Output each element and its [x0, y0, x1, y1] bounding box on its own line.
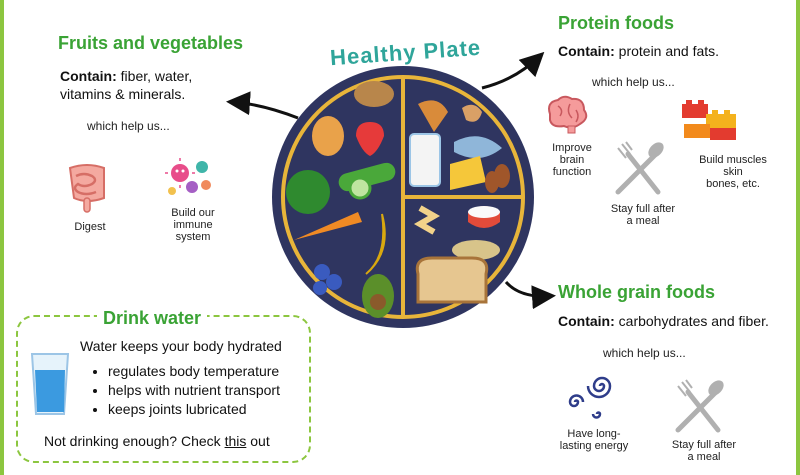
- healthy-plate: [272, 66, 534, 328]
- fruits-veg-help: which help us...: [87, 119, 170, 133]
- onion-icon: [312, 116, 344, 156]
- intestine-icon: [68, 164, 105, 213]
- water-footer: Not drinking enough? Check this out: [44, 433, 270, 449]
- brain-icon: [548, 95, 588, 134]
- protein-contain-text: protein and fats.: [614, 43, 720, 59]
- strawberry-icon: [356, 122, 384, 156]
- energy-spiral-icon: [568, 376, 612, 419]
- fish-icon: [454, 136, 502, 159]
- arrow-to-grains: [504, 280, 556, 310]
- water-intro: Water keeps your body hydrated: [80, 338, 282, 354]
- germs-icon: [165, 158, 211, 195]
- milk-glass-icon: [409, 133, 441, 187]
- protein-help: which help us...: [592, 75, 675, 89]
- chicken-leg-icon: [418, 100, 448, 132]
- pasta-icon: [413, 205, 441, 235]
- fruits-veg-contain-line1: fiber, water,: [116, 68, 193, 84]
- water-bullet: regulates body temperature: [108, 362, 280, 381]
- protein-title: Protein foods: [558, 13, 674, 33]
- fruits-veg-contain: Contain: fiber, water, vitamins & minera…: [60, 67, 192, 103]
- fork-spoon-icon: [615, 141, 664, 195]
- bread-icon: [415, 256, 489, 304]
- bricks-icon: [682, 100, 736, 140]
- arrow-to-protein: [481, 51, 545, 90]
- protein-contain: Contain: protein and fats.: [558, 42, 719, 60]
- potato-icon: [354, 81, 394, 107]
- fruits-veg-title: Fruits and vegetables: [58, 33, 244, 53]
- broccoli-icon: [286, 170, 330, 214]
- water-bullet: helps with nutrient transport: [108, 381, 280, 400]
- water-footer-pre: Not drinking enough? Check: [44, 433, 225, 449]
- water-glass-icon: [30, 353, 70, 415]
- water-footer-link[interactable]: this: [224, 433, 247, 449]
- protein-contain-label: Contain:: [558, 43, 615, 59]
- grains-contain: Contain: carbohydrates and fiber.: [558, 312, 769, 330]
- water-bullet: keeps joints lubricated: [108, 400, 280, 419]
- water-title: Drink water: [97, 308, 208, 329]
- fruits-veg-contain-line2: vitamins & minerals.: [60, 86, 186, 102]
- water-footer-post: out: [246, 433, 270, 449]
- fork-spoon-icon: [675, 379, 724, 433]
- grains-help: which help us...: [603, 346, 686, 360]
- grains-contain-text: carbohydrates and fiber.: [614, 313, 769, 329]
- fruits-veg-contain-label: Contain:: [60, 68, 117, 84]
- arrow-to-fruits: [226, 91, 299, 120]
- blueberries-icon: [314, 264, 330, 280]
- fruits-veg-item1-label: Digest: [74, 221, 106, 233]
- banana-icon: [365, 213, 386, 275]
- grains-title: Whole grain foods: [558, 282, 715, 302]
- cheese-icon: [450, 156, 486, 190]
- water-bullet-list: regulates body temperature helps with nu…: [90, 362, 280, 419]
- grains-item1-label: Have long-lasting energy: [559, 428, 629, 452]
- grains-contain-label: Contain:: [558, 313, 615, 329]
- cashew-icon: [462, 104, 482, 122]
- left-border: [0, 0, 4, 475]
- oats-icon: [452, 240, 500, 260]
- right-border: [796, 0, 800, 475]
- carrot-icon: [294, 212, 362, 240]
